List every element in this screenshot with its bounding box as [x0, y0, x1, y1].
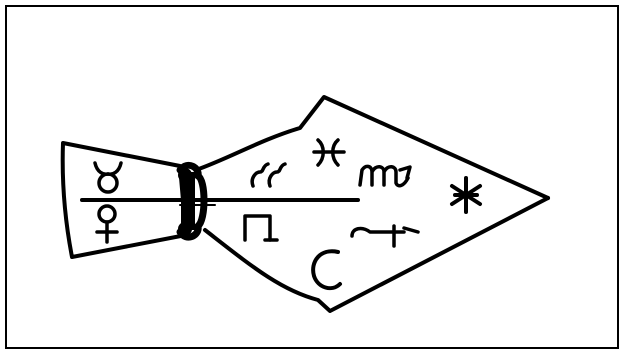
sulfur-icon	[352, 226, 418, 246]
talisman-outline	[63, 97, 548, 311]
scorpio-icon	[360, 166, 410, 185]
taurus-icon	[95, 163, 121, 192]
moon-icon	[313, 251, 340, 288]
sal-ammoniac-icon	[452, 178, 480, 212]
pisces-icon	[314, 140, 344, 165]
leo-icon	[245, 216, 277, 240]
aquarius-icon	[252, 164, 285, 186]
venus-icon	[97, 206, 117, 242]
